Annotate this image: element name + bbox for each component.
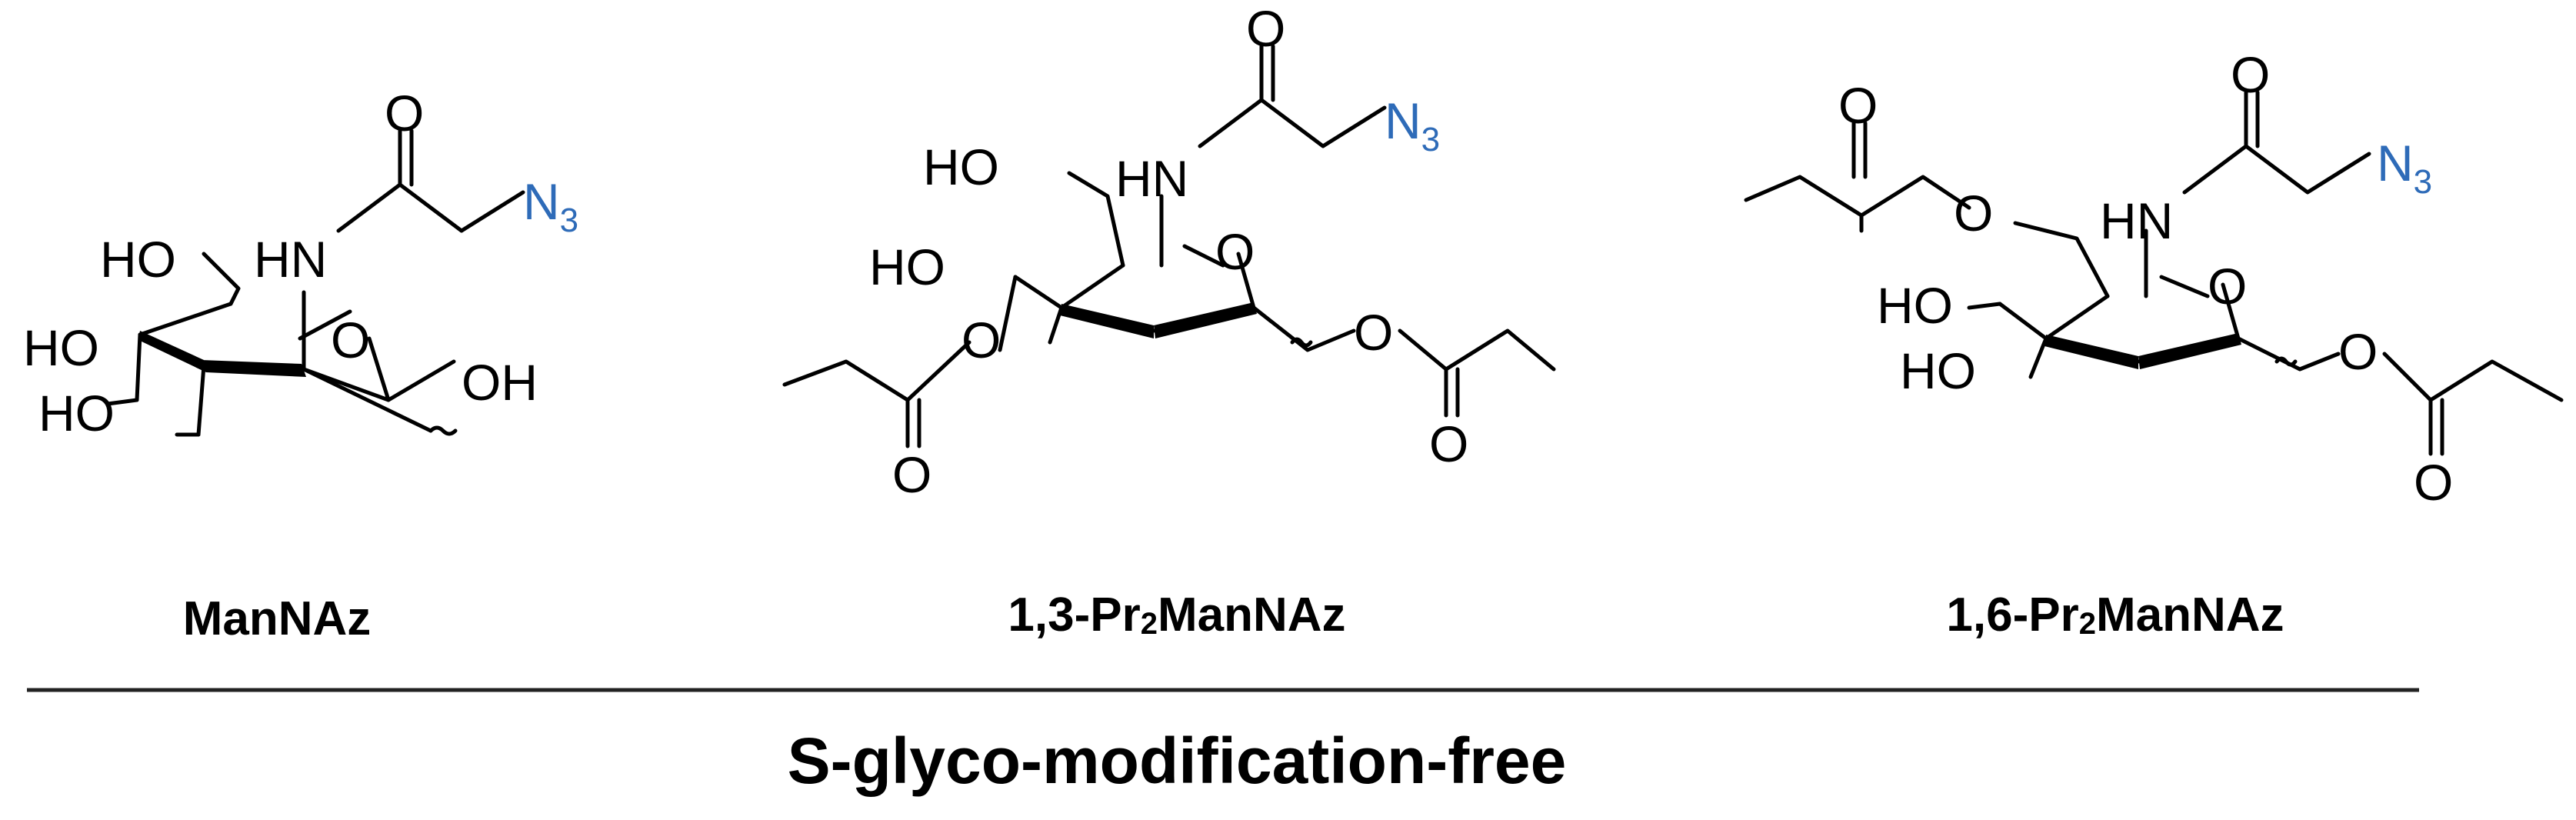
structure-mannaz: O HN HO HO HO O OH N3: [23, 85, 578, 442]
atom-hn: HN: [254, 231, 327, 288]
structure-13-pr2mannaz: O HN HO HO O O O O O N3: [782, 0, 1556, 503]
structure-16-pr2mannaz: O O O HN HO HO O O O N3: [1744, 46, 2564, 511]
azide-group: N3: [2377, 135, 2432, 201]
atom-hn: HN: [1115, 150, 1188, 207]
atom-hn: HN: [2100, 192, 2173, 249]
atom-o: O: [1246, 0, 1285, 57]
atom-o: O: [961, 312, 1001, 368]
compound-label-mannaz: ManNAz: [183, 592, 372, 645]
atom-o: O: [1215, 223, 1255, 280]
compound-label-16-pr2mannaz: 1,6-Pr2ManNAz: [1946, 588, 2284, 642]
atom-o: O: [2208, 258, 2247, 315]
atom-ho: HO: [100, 231, 176, 288]
atom-ho: HO: [38, 385, 115, 442]
atom-ho: HO: [869, 238, 945, 295]
atom-oh: OH: [462, 354, 538, 411]
atom-o: O: [1429, 415, 1468, 472]
atom-ho: HO: [1900, 342, 1976, 399]
atom-o: O: [892, 446, 931, 503]
atom-ho: HO: [23, 319, 99, 376]
azide-group: N3: [523, 173, 578, 239]
atom-o: O: [2414, 454, 2453, 511]
atom-ho: HO: [923, 138, 999, 195]
atom-o: O: [2231, 46, 2270, 103]
footer-caption: S-glyco-modification-free: [788, 725, 1567, 797]
azide-group: N3: [1385, 92, 1440, 158]
compound-label-13-pr2mannaz: 1,3-Pr2ManNAz: [1008, 588, 1345, 642]
atom-o: O: [2338, 323, 2378, 380]
atom-ho: HO: [1877, 277, 1953, 334]
atom-o: O: [385, 85, 424, 142]
atom-o: O: [1954, 185, 1993, 242]
atom-o: O: [1838, 77, 1878, 134]
atom-o: O: [1354, 304, 1393, 361]
atom-o: O: [331, 312, 370, 368]
